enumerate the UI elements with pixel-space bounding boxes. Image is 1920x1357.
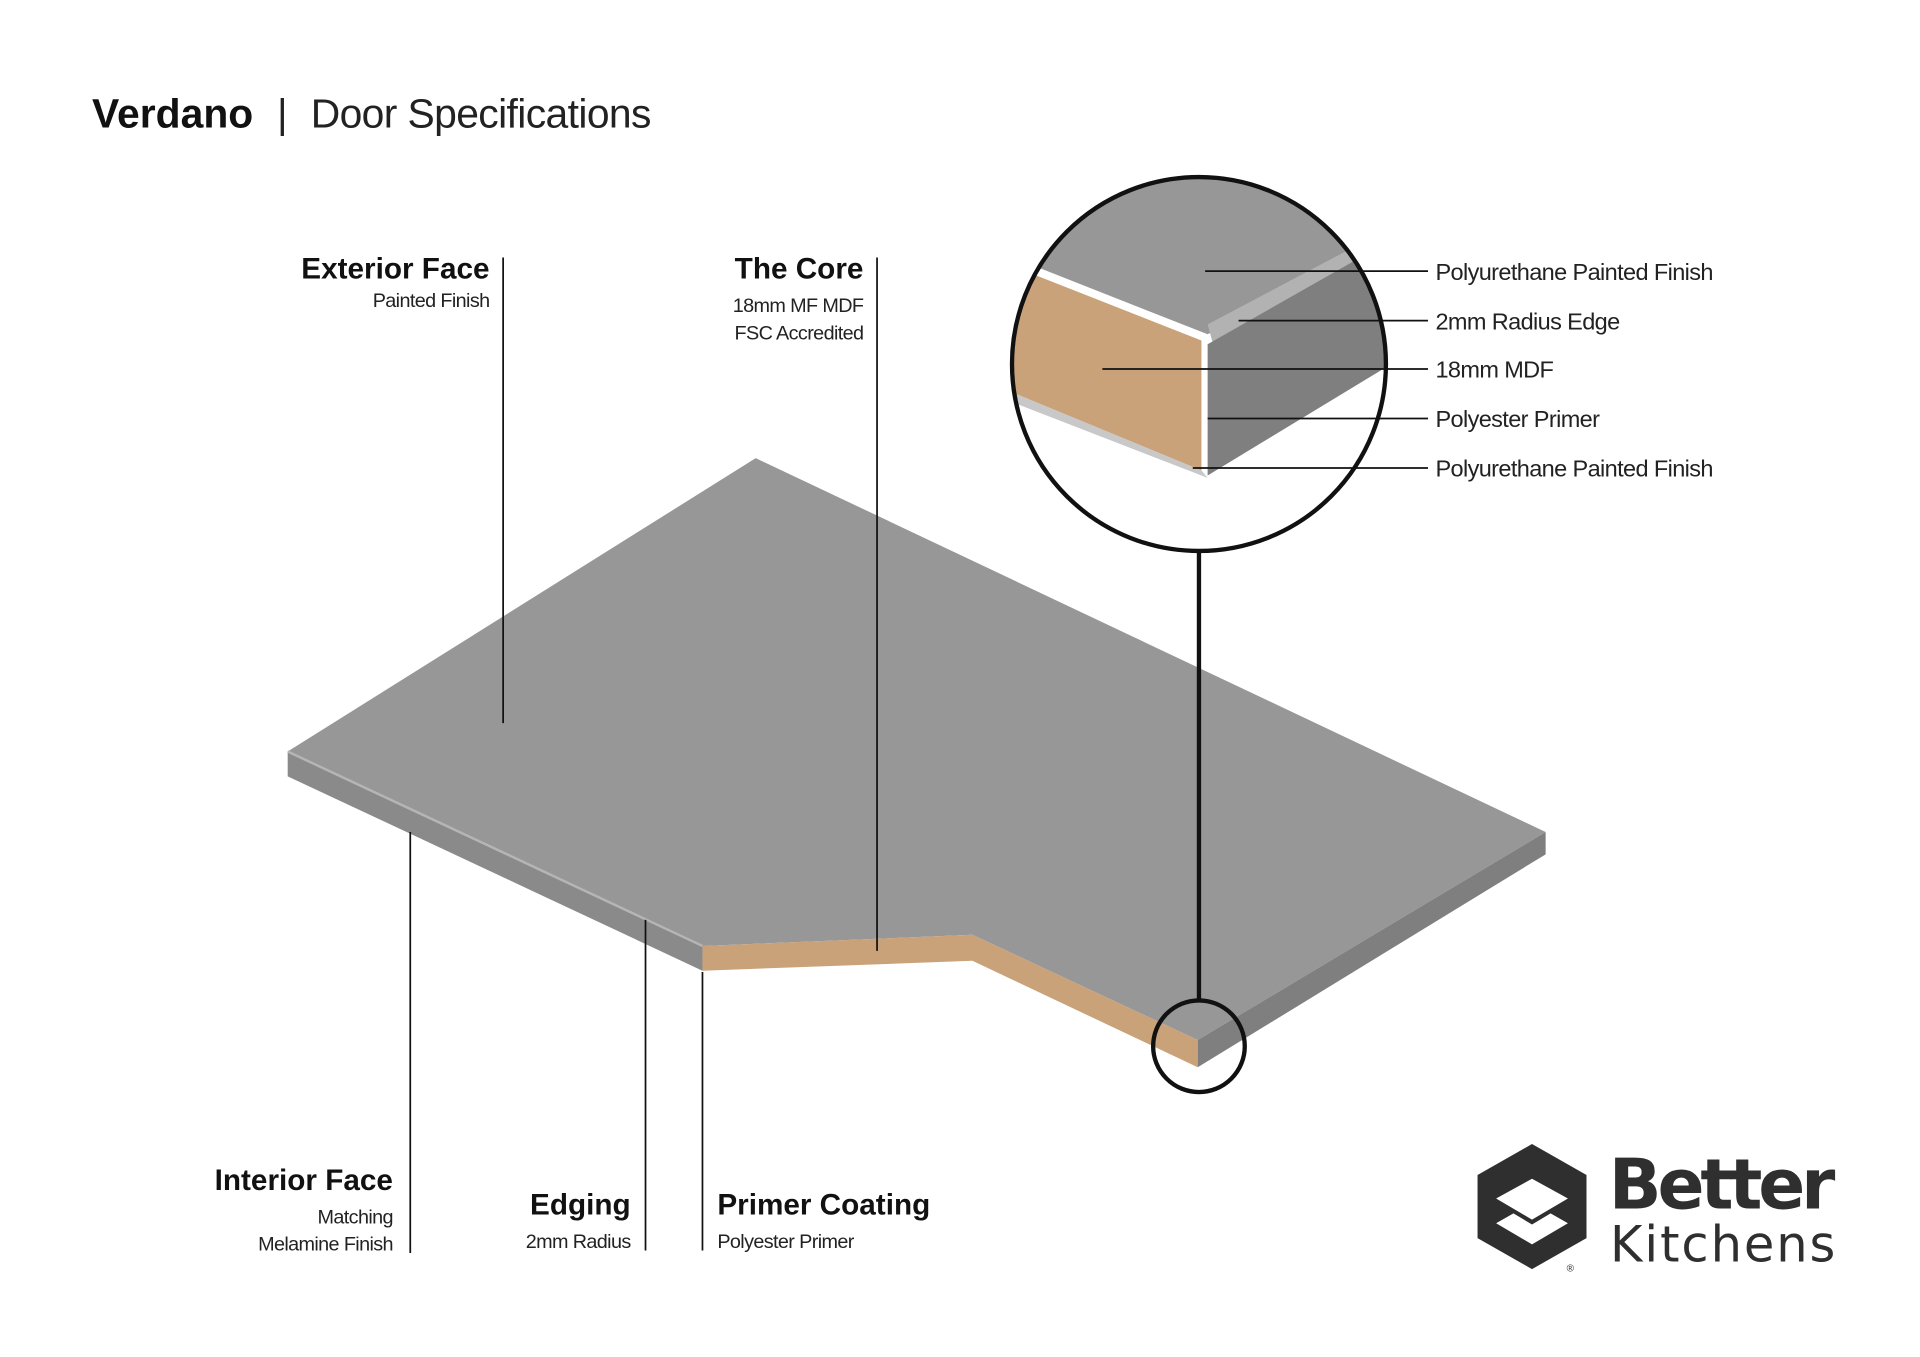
callout-edging: Edging 2mm Radius: [526, 1189, 632, 1253]
callout-detail: Melamine Finish: [258, 1234, 393, 1256]
detail-leaders: [1102, 270, 1429, 469]
better-kitchens-logo: ® Better Kitchens: [1477, 1144, 1836, 1275]
layer-label: Polyester Primer: [1435, 406, 1600, 432]
callout-detail: 18mm MF MDF: [733, 295, 864, 317]
callout-title: Primer Coating: [717, 1189, 930, 1222]
detail-focus-circle: [1150, 998, 1247, 1095]
callout-title: Exterior Face: [301, 253, 489, 286]
logo-line2: Kitchens: [1610, 1216, 1835, 1274]
door-edge-highlight: [287, 750, 703, 948]
page-title: Verdano | Door Specifications: [92, 91, 651, 137]
detail-labels: Polyurethane Painted Finish 2mm Radius E…: [1435, 259, 1713, 482]
layer-label: Polyurethane Painted Finish: [1435, 456, 1712, 482]
detail-mdf-face: [1012, 262, 1202, 471]
callout-detail: FSC Accredited: [735, 322, 864, 344]
door-side-edge: [1197, 832, 1546, 1068]
callout-leaders: [409, 257, 878, 1253]
detail-top-face: [1012, 177, 1386, 335]
callout-title: Interior Face: [215, 1164, 393, 1197]
detail-magnifier: [1012, 177, 1386, 551]
callout-detail: Polyester Primer: [717, 1231, 854, 1253]
callout-core: The Core 18mm MF MDF FSC Accredited: [733, 253, 865, 345]
title-separator: |: [277, 91, 287, 137]
callout-title: Edging: [530, 1189, 631, 1222]
callout-detail: Matching: [318, 1206, 393, 1228]
mdf-cut-face: [702, 934, 1198, 1068]
callout-primer-coating: Primer Coating Polyester Primer: [717, 1189, 930, 1253]
callout-title: The Core: [735, 253, 864, 286]
door-panel: [287, 458, 1546, 1068]
callout-exterior-face: Exterior Face Painted Finish: [301, 253, 490, 312]
brand-name: Verdano: [92, 91, 253, 137]
layer-label: 18mm MDF: [1435, 357, 1553, 383]
title-subtitle: Door Specifications: [311, 91, 651, 137]
detail-side-face: [1207, 235, 1386, 476]
callout-detail: Painted Finish: [373, 290, 490, 312]
callout-interior-face: Interior Face Matching Melamine Finish: [215, 1164, 394, 1256]
door-top-face: [287, 458, 1546, 1041]
registered-mark: ®: [1567, 1264, 1575, 1275]
detail-primer-bottom: [1012, 388, 1208, 478]
logo-line1: Better: [1609, 1145, 1836, 1225]
layer-label: 2mm Radius Edge: [1435, 308, 1620, 334]
layer-label: Polyurethane Painted Finish: [1435, 259, 1712, 285]
door-front-edge: [287, 751, 703, 971]
callout-detail: 2mm Radius: [526, 1231, 632, 1253]
